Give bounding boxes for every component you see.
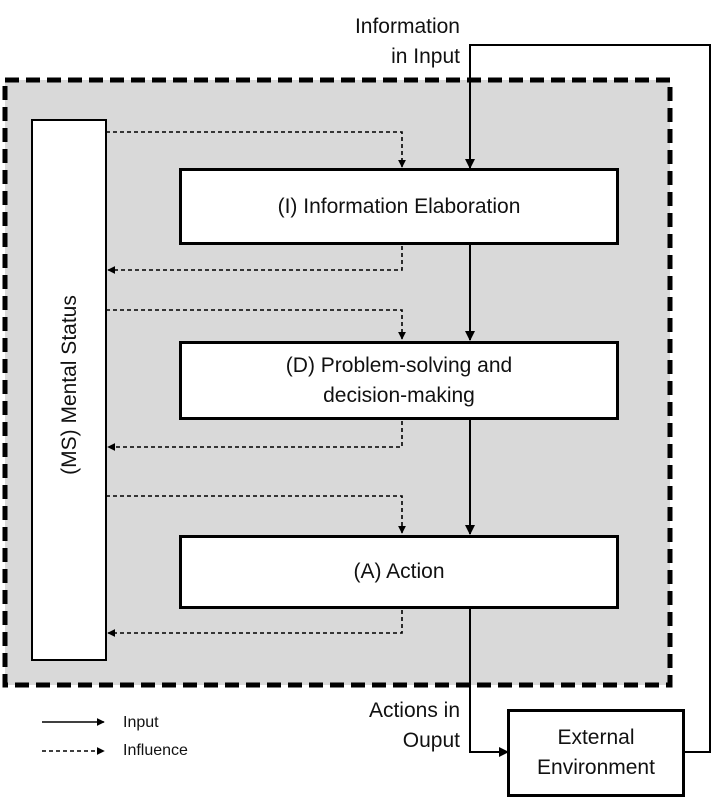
input-label-line1: Information (354, 15, 460, 38)
influence-ms-to-decision (106, 309, 406, 340)
influence-action-to-ms (107, 610, 403, 637)
stage-action-label: (A) Action (353, 560, 445, 583)
output-label-line2: Ouput (402, 729, 460, 752)
arrow-input-to-info (470, 44, 711, 753)
influence-info-to-ms (107, 246, 403, 274)
external-environment-line2: Environment (537, 756, 655, 779)
stage-information-elaboration: (I) Information Elaboration (179, 168, 619, 245)
stage-information-elaboration-label: (I) Information Elaboration (277, 194, 521, 218)
stage-problem-solving: (D) Problem-solving and decision-making (179, 341, 619, 420)
stage-problem-solving-line2: decision-making (323, 383, 475, 407)
influence-ms-to-action (106, 495, 406, 534)
mental-status-label: (MS) Mental Status (58, 295, 81, 475)
input-label: Information in Input (300, 12, 460, 72)
influence-decision-to-ms (107, 421, 403, 451)
legend-influence-label: Influence (123, 742, 188, 759)
input-label-line2: in Input (391, 45, 460, 68)
external-environment-box: External Environment (507, 709, 685, 797)
influence-ms-to-info (106, 131, 406, 168)
stage-problem-solving-line1: (D) Problem-solving and (285, 353, 513, 377)
output-label: Actions in Ouput (300, 696, 460, 756)
mental-status-box (31, 119, 107, 661)
legend-input-label: Input (123, 714, 159, 731)
stage-action: (A) Action (179, 535, 619, 609)
arrow-action-to-environment (469, 608, 509, 757)
external-environment-line1: External (557, 726, 635, 749)
output-label-line1: Actions in (368, 699, 460, 722)
